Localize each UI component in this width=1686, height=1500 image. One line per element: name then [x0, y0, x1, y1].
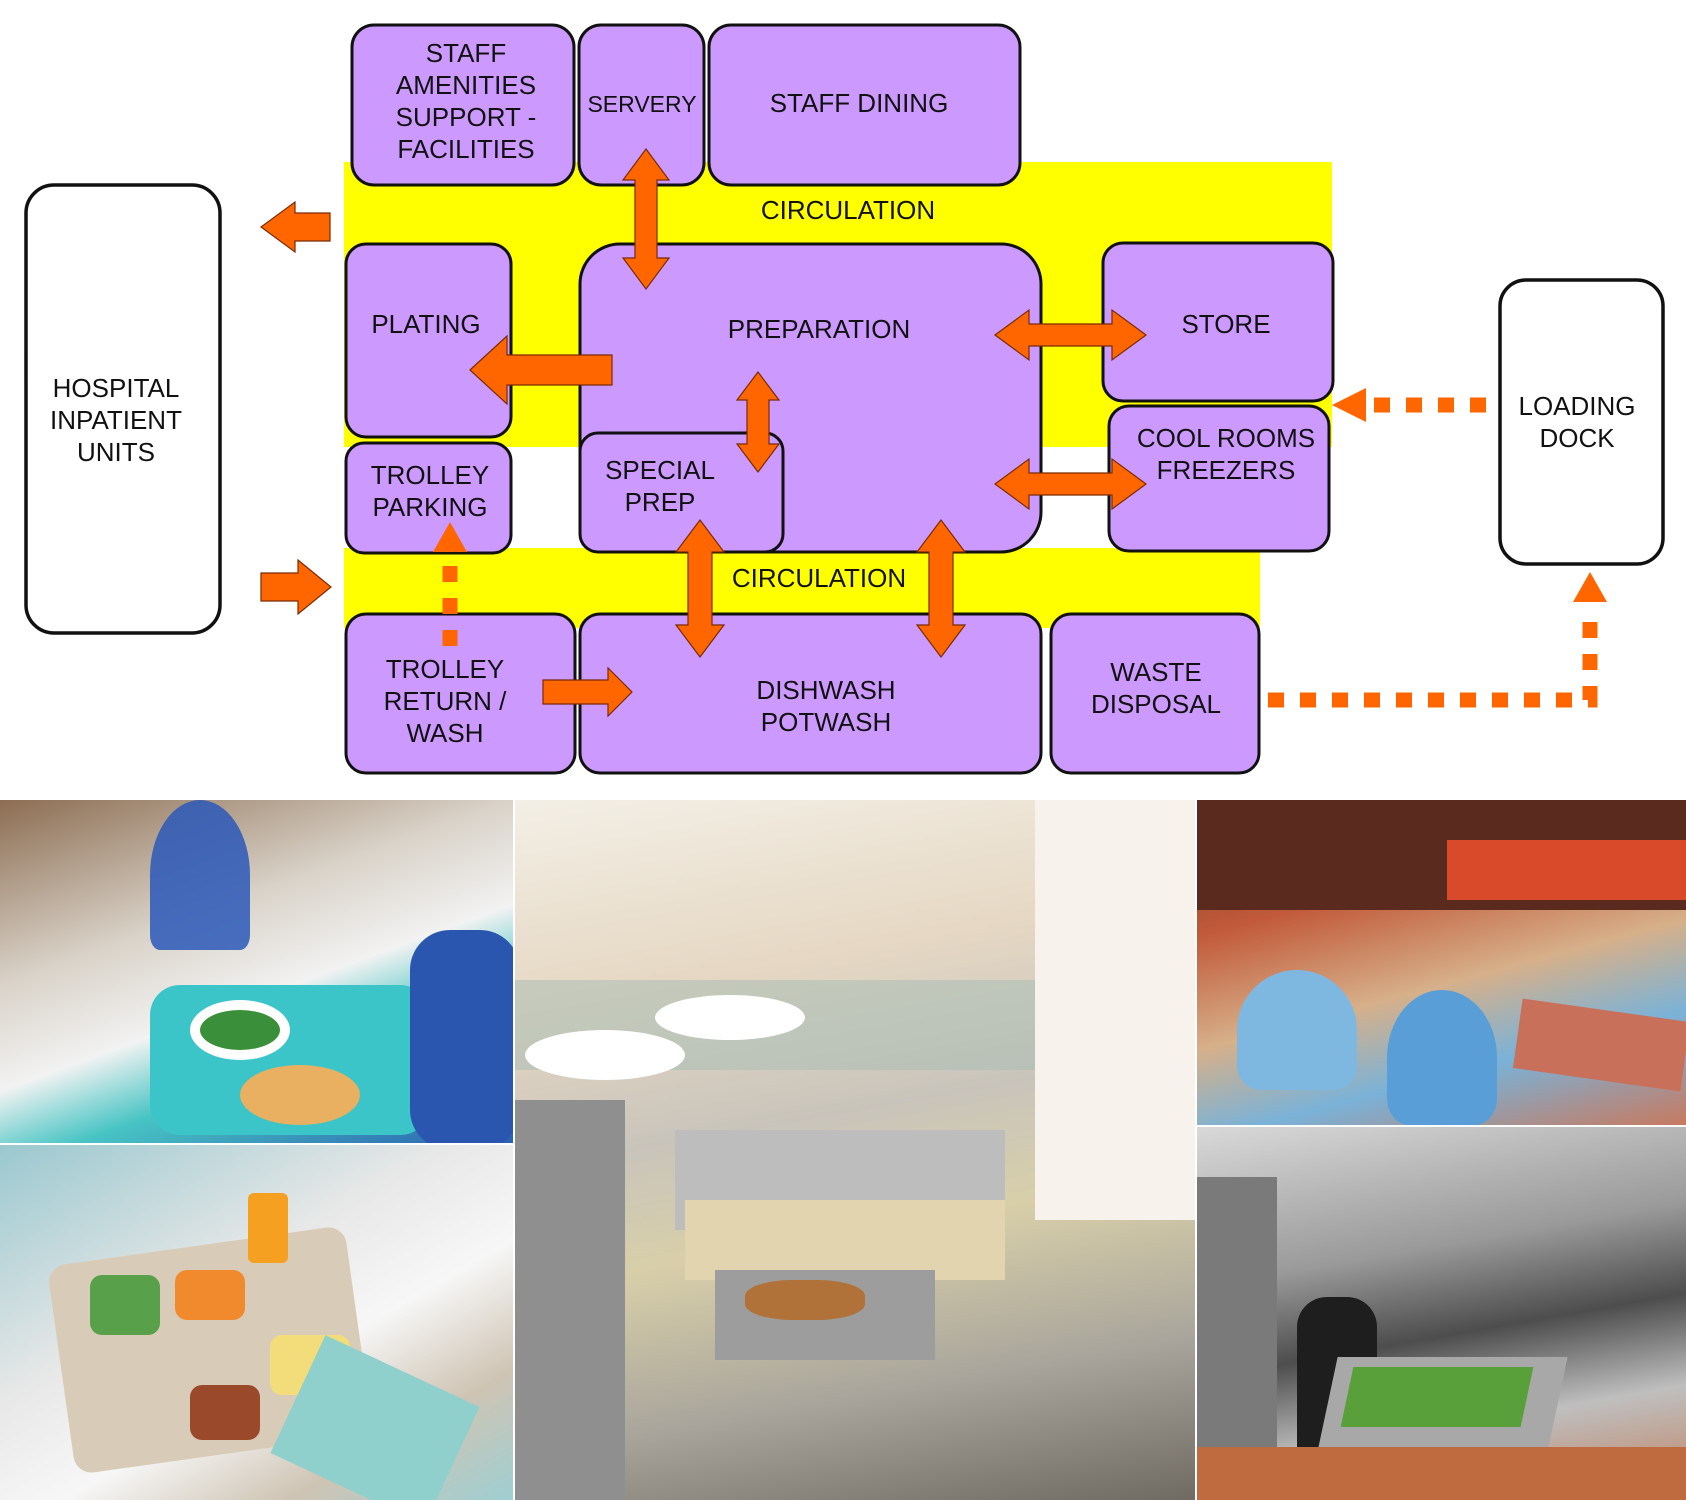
arrow-from-hospital	[260, 558, 332, 616]
photo-patient-tray	[0, 800, 513, 1143]
arrow-preparation-plating	[469, 334, 613, 406]
label-line: SPECIAL	[605, 455, 715, 485]
label-line: STAFF	[426, 38, 506, 68]
label-line: WASH	[406, 718, 483, 748]
label-line: CIRCULATION	[732, 563, 906, 593]
label-line: HOSPITAL	[53, 373, 180, 403]
label-line: SUPPORT -	[396, 102, 537, 132]
label-line: DOCK	[1539, 423, 1615, 453]
dotted-arrow-waste-to-loading-dock	[1268, 612, 1598, 708]
svg-text:SERVERY: SERVERY	[587, 91, 696, 117]
room-servery: SERVERY	[577, 23, 706, 187]
arrow-preparation-special-prep	[735, 371, 781, 473]
svg-text:PLATING: PLATING	[371, 309, 480, 339]
svg-text:STORE: STORE	[1181, 309, 1270, 339]
label-line: CIRCULATION	[761, 195, 935, 225]
room-plating: PLATING	[344, 242, 513, 439]
arrow-servery-preparation	[621, 147, 671, 291]
photo-commercial-kitchen	[1197, 1127, 1686, 1500]
label-line: LOADING	[1518, 391, 1635, 421]
label-circulation-top: CIRCULATION	[761, 195, 935, 225]
svg-text:PREPARATION: PREPARATION	[728, 314, 911, 344]
arrow-preparation-cool-rooms	[993, 457, 1148, 511]
label-line: DISHWASH	[756, 675, 895, 705]
label-line: INPATIENT	[50, 405, 182, 435]
photo-servery-counter	[515, 800, 1195, 1500]
label-line: DISPOSAL	[1091, 689, 1221, 719]
arrow-special-prep-dishwash	[674, 519, 726, 658]
label-line: POTWASH	[761, 707, 891, 737]
label-line: COOL ROOMS	[1137, 423, 1315, 453]
label-line: FACILITIES	[397, 134, 534, 164]
arrow-preparation-store	[993, 308, 1148, 362]
arrow-preparation-dishwash	[915, 519, 967, 658]
label-line: TROLLEY	[386, 654, 505, 684]
photo-meal-trolley	[0, 1145, 513, 1500]
label-line: SERVERY	[587, 91, 696, 117]
label-line: AMENITIES	[396, 70, 536, 100]
arrow-to-hospital	[259, 200, 331, 254]
room-staff-dining: STAFF DINING	[707, 23, 1022, 187]
room-store: STORE	[1101, 241, 1335, 403]
label-line: PARKING	[372, 492, 487, 522]
label-line: PLATING	[371, 309, 480, 339]
label-line: STORE	[1181, 309, 1270, 339]
photo-staff-dining-hall	[1197, 800, 1686, 1125]
arrow-trolley-return-dishwash	[542, 666, 633, 718]
label-line: WASTE	[1110, 657, 1201, 687]
label-circulation-bottom: CIRCULATION	[732, 563, 906, 593]
label-line: TROLLEY	[371, 460, 490, 490]
label-line: FREEZERS	[1157, 455, 1296, 485]
label-line: RETURN /	[384, 686, 508, 716]
label-line: STAFF DINING	[770, 88, 949, 118]
label-line: PREPARATION	[728, 314, 911, 344]
label-line: PREP	[625, 487, 696, 517]
svg-text:STAFF DINING: STAFF DINING	[770, 88, 949, 118]
label-line: UNITS	[77, 437, 155, 467]
